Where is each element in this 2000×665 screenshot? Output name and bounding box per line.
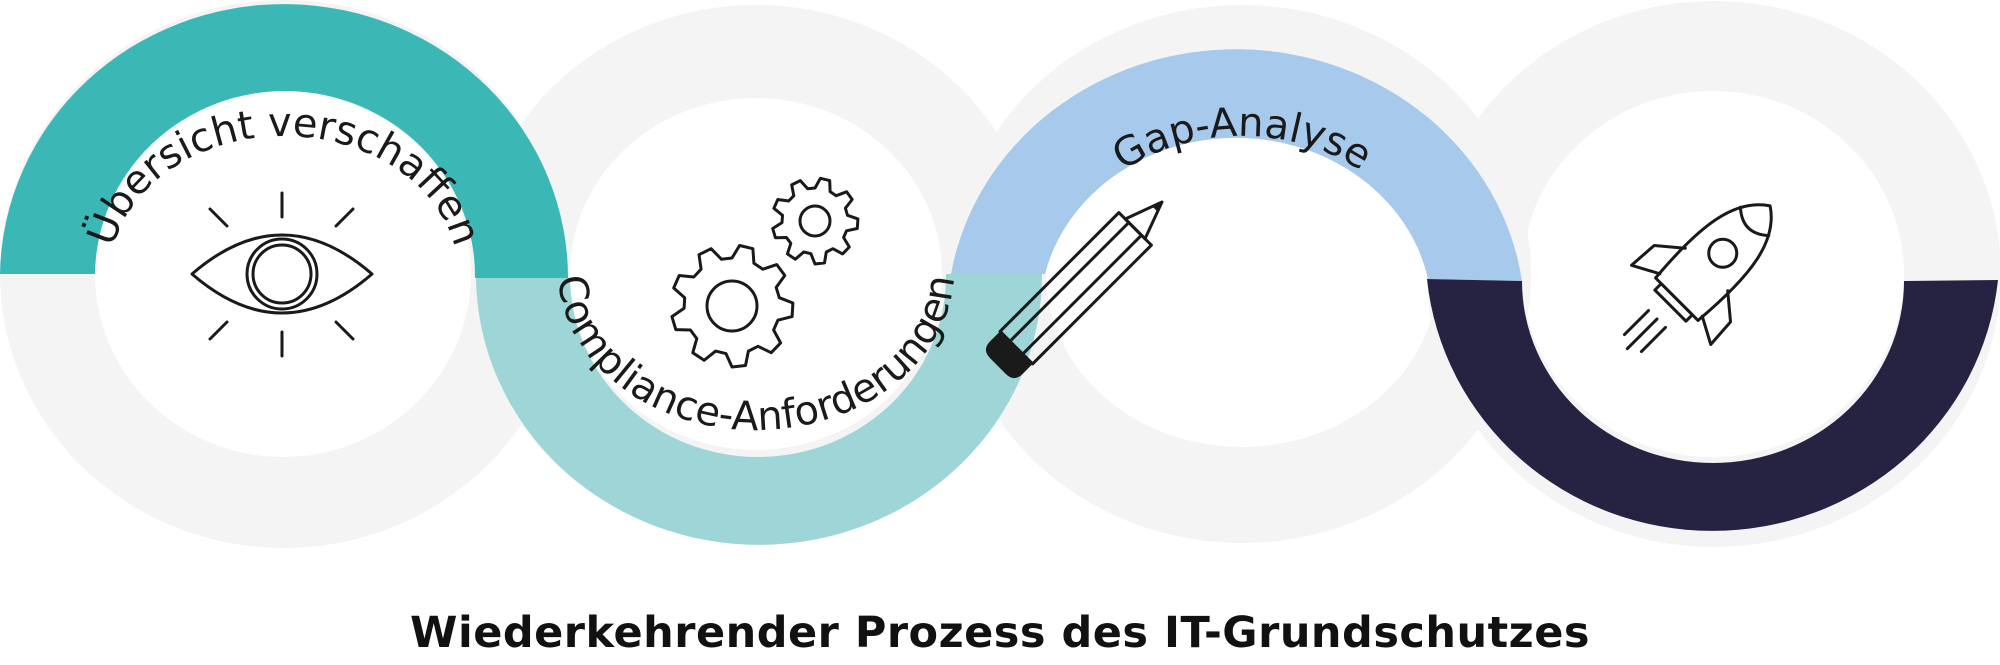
rocket-right-fin bbox=[1700, 289, 1733, 346]
process-arcs bbox=[0, 4, 1998, 545]
large-gear-icon bbox=[670, 244, 795, 369]
rocket-base bbox=[1653, 282, 1694, 323]
eye-icon bbox=[190, 191, 374, 358]
large-gear-hub bbox=[705, 279, 759, 333]
rocket-left-fin bbox=[1630, 243, 1687, 276]
page-title: Wiederkehrender Prozess des IT-Grundschu… bbox=[410, 608, 1590, 658]
rocket-nose-line bbox=[1738, 205, 1771, 238]
rocket-flame-line bbox=[1622, 309, 1651, 337]
gears-icon bbox=[670, 176, 860, 369]
arc-umsetzung bbox=[1427, 279, 1998, 531]
small-gear-icon bbox=[771, 176, 860, 266]
small-gear-hub bbox=[798, 204, 832, 238]
arc-uebersicht-verschaffen bbox=[0, 4, 569, 283]
pencil-lead bbox=[1152, 202, 1162, 212]
rocket-body bbox=[1654, 203, 1773, 322]
pencil-tip bbox=[1123, 200, 1164, 241]
pencil-icon bbox=[985, 200, 1164, 379]
arc-compliance-anforderungen bbox=[476, 272, 1043, 545]
step-label-umsetzung: Umsetzung bbox=[1619, 356, 1844, 429]
rocket-flame-line bbox=[1639, 325, 1667, 354]
pencil-eraser bbox=[985, 331, 1033, 379]
rocket-window bbox=[1707, 237, 1739, 269]
arc-gap-analyse bbox=[951, 49, 1522, 282]
rocket-flame-line bbox=[1625, 317, 1659, 351]
rocket-icon bbox=[1622, 203, 1773, 354]
